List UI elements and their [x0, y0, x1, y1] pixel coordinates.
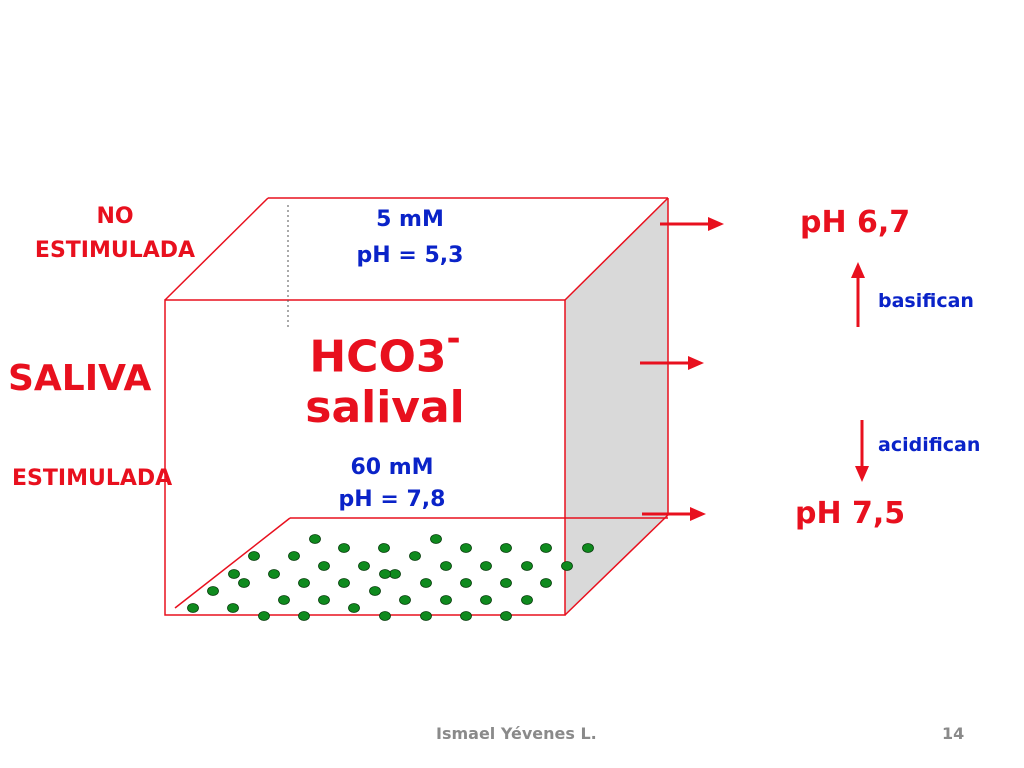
bicarbonate-dot: [500, 543, 512, 553]
top-ph: pH = 5,3: [356, 243, 464, 268]
bicarbonate-dot: [207, 586, 219, 596]
bicarbonate-dot: [318, 595, 330, 605]
bicarbonate-dot: [358, 561, 370, 571]
basify-arrow-up: [851, 262, 865, 327]
bicarbonate-dot: [309, 534, 321, 544]
bicarbonate-dot: [460, 578, 472, 588]
bicarbonate-dot: [248, 551, 260, 561]
basify-label: basifican: [878, 290, 974, 312]
no-stimulated-line-2: ESTIMULADA: [34, 238, 196, 263]
bicarbonate-dot: [540, 578, 552, 588]
bicarbonate-dot: [338, 543, 350, 553]
bicarbonate-dot: [298, 611, 310, 621]
bicarbonate-dot: [338, 578, 350, 588]
bicarbonate-dot: [369, 586, 381, 596]
bicarbonate-dot: [238, 578, 250, 588]
bicarbonate-dots: [187, 534, 594, 621]
bicarbonate-dot: [561, 561, 573, 571]
bicarbonate-dot: [278, 595, 290, 605]
bicarbonate-dot: [540, 543, 552, 553]
bicarbonate-dot: [318, 561, 330, 571]
bicarbonate-dot: [500, 611, 512, 621]
bicarbonate-dot: [409, 551, 421, 561]
bicarbonate-dot: [187, 603, 199, 613]
bicarbonate-dot: [420, 578, 432, 588]
box-edges: [164, 197, 669, 616]
saliva-label: SALIVA: [8, 358, 152, 399]
ph-high-label: pH 6,7: [800, 205, 911, 240]
bicarbonate-dot: [500, 578, 512, 588]
output-arrow-middle: [640, 356, 704, 370]
ion-name: HCO3: [309, 331, 447, 383]
bicarbonate-dot: [288, 551, 300, 561]
bicarbonate-dot: [460, 611, 472, 621]
bicarbonate-dot: [227, 603, 239, 613]
no-stimulated-label: NO ESTIMULADA: [0, 200, 230, 268]
bicarbonate-dot: [480, 561, 492, 571]
ph-low-label: pH 7,5: [795, 496, 906, 531]
output-arrow-top: [660, 217, 724, 231]
bicarbonate-dot: [268, 569, 280, 579]
bicarbonate-dot: [521, 561, 533, 571]
bicarbonate-dot: [430, 534, 442, 544]
bicarbonate-dot: [399, 595, 411, 605]
top-concentration: 5 mM: [376, 207, 444, 232]
bicarbonate-dot: [379, 569, 391, 579]
stimulated-label: ESTIMULADA: [12, 466, 173, 491]
bicarbonate-dot: [389, 569, 401, 579]
bicarbonate-dot: [521, 595, 533, 605]
ion-title: HCO3- salival: [290, 319, 480, 433]
acidify-arrow-down: [855, 420, 869, 482]
bicarbonate-dot: [298, 578, 310, 588]
ion-subtitle: salival: [305, 381, 465, 433]
footer-author: Ismael Yévenes L.: [436, 724, 597, 743]
bicarbonate-dot: [480, 595, 492, 605]
acidify-label: acidifican: [878, 434, 981, 456]
box-side-face: [565, 198, 668, 615]
no-stimulated-line-1: NO: [96, 204, 134, 229]
bicarbonate-dot: [582, 543, 594, 553]
bicarbonate-dot: [379, 611, 391, 621]
bicarbonate-dot: [258, 611, 270, 621]
bicarbonate-dot: [348, 603, 360, 613]
bicarbonate-dot: [460, 543, 472, 553]
bicarbonate-dot: [440, 561, 452, 571]
unstimulated-values: 5 mM pH = 5,3: [330, 202, 490, 274]
output-arrow-bottom: [642, 507, 706, 521]
bottom-concentration: 60 mM: [350, 455, 434, 480]
ion-charge: -: [446, 319, 461, 359]
bicarbonate-dot: [420, 611, 432, 621]
bicarbonate-dot: [228, 569, 240, 579]
stimulated-values: 60 mM pH = 7,8: [312, 452, 472, 516]
page-number: 14: [942, 724, 965, 743]
bicarbonate-dot: [378, 543, 390, 553]
bottom-ph: pH = 7,8: [338, 487, 446, 512]
bicarbonate-dot: [440, 595, 452, 605]
